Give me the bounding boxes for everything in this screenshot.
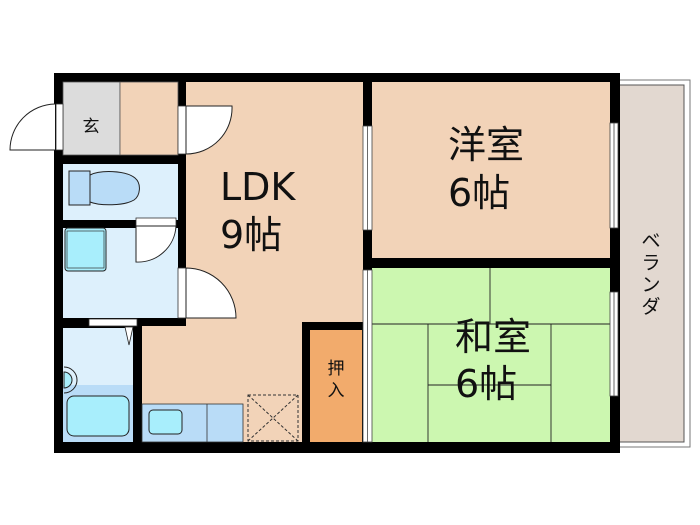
bath-door[interactable] (88, 318, 138, 346)
japanese-room-size: 6帖 (455, 362, 517, 406)
door-washroom-ldk[interactable] (177, 267, 237, 319)
veranda-label-3: ン (641, 274, 660, 296)
sliding-window-ldk-western[interactable] (362, 125, 373, 231)
tatami-lines (372, 268, 610, 442)
toilet-icon (68, 170, 140, 206)
ldk-size: 9帖 (220, 213, 282, 257)
entrance-hall-floor (119, 81, 179, 156)
washbasin-icon (64, 227, 107, 272)
western-room-name: 洋室 (448, 123, 524, 167)
entrance-floor (62, 81, 121, 156)
kitchen-counter (141, 403, 244, 443)
refrigerator-space (247, 394, 299, 442)
window-western-veranda[interactable] (609, 122, 619, 229)
veranda-label-1: ベ (641, 230, 660, 252)
window-japanese-veranda[interactable] (609, 291, 619, 397)
japanese-room-name: 和室 (455, 315, 531, 359)
washroom-door[interactable] (135, 217, 177, 263)
entrance-label: 玄 (83, 117, 100, 137)
western-room-size: 6帖 (448, 171, 510, 215)
sliding-door-ldk-japanese[interactable] (362, 269, 373, 443)
veranda-label-2: ラ (641, 252, 660, 274)
door-entrance-ldk[interactable] (177, 105, 233, 155)
ldk-room (142, 82, 363, 442)
ldk-name: LDK (220, 165, 296, 209)
front-door[interactable] (9, 103, 64, 151)
kitchen-sink-icon (148, 409, 183, 435)
western-room (372, 82, 610, 258)
bathtub-icon (63, 366, 130, 437)
closet (310, 330, 362, 442)
closet-label-1: 押 (328, 359, 345, 379)
veranda: ベ ラ ン ダ (615, 79, 691, 448)
veranda-label-4: ダ (641, 296, 660, 318)
closet-label-2: 入 (328, 381, 345, 401)
japanese-room (372, 268, 610, 442)
